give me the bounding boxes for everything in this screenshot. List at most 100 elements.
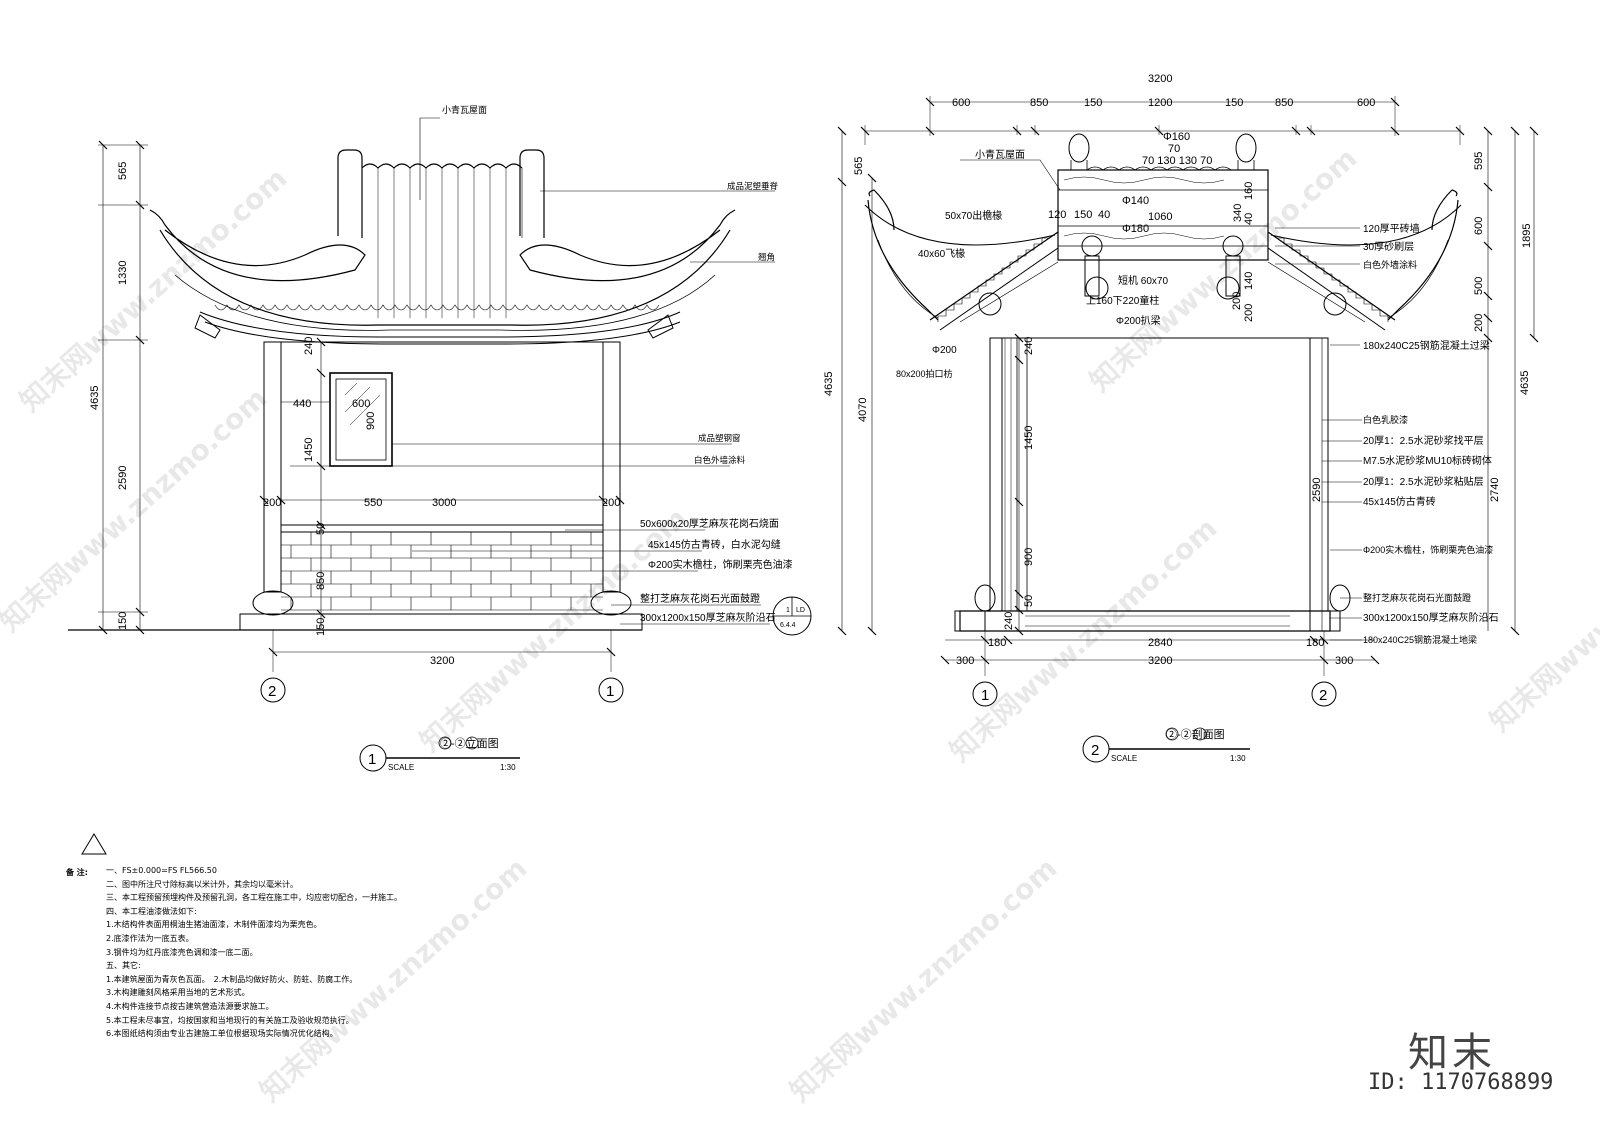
sec-dim-ro0: 595 [1473,152,1485,170]
el-callout-5: 45x145仿古青砖，白水泥勾缝 [648,538,781,551]
notes-line-12: 6.本图纸结构须由专业古建施工单位根据现场实际情况优化结构。 [106,1029,338,1039]
el-callout-0: 成品泥塑垂脊 [727,181,779,191]
notes-line-11: 5.本工程未尽事宜，均按国家和当地现行的有关施工及验收规范执行。 [106,1015,354,1025]
el-dim-v1: 1330 [117,261,129,285]
el-axis-left: 2 [268,683,276,700]
sec-dim-m14: 200 [1231,292,1243,310]
sec-top-dim-0: 600 [952,97,970,109]
sec-bot-dim-2: 180 [1306,637,1324,649]
sec-label-l4: 80x200拍口枋 [896,368,953,379]
notes-title: 备 注: [66,868,88,877]
sec-title-num: 2 [1091,742,1099,759]
el-scale: 1:30 [500,763,516,772]
sec-axis-right: 2 [1319,687,1327,704]
el-dim-w2: 600 [352,398,370,410]
sec-dim-ro1: 600 [1473,217,1485,235]
sec-dim-l4: 1450 [1023,426,1035,450]
sec-bot-dim-1: 2840 [1148,637,1172,649]
el-dim-v3: 2590 [117,466,129,490]
el-dim-w10: 850 [315,572,327,590]
el-bottom-dim: 3200 [430,655,454,667]
sec-label-l2: 40x60飞椽 [918,247,965,260]
sec-callout-3: 180x240C25钢筋混凝土过梁 [1363,339,1490,352]
sec-dim-m10: 40 [1243,213,1255,225]
sec-top-dim-6: 600 [1357,97,1375,109]
el-dim-w5: 200 [263,497,281,509]
el-callout-8: 300x1200x150厚芝麻灰阶沿石 [640,611,776,624]
notes-line-9: 3.木构建雕刻风格采用当地的艺术形式。 [106,988,250,998]
notes-line-2: 三、本工程预留预埋构件及预留孔洞，各工程在施工中，均应密切配合，一并施工。 [106,893,402,903]
sec-bot2-dim-2: 300 [1335,655,1353,667]
sec-axis-left: 1 [981,687,989,704]
notes-line-0: 一、FS±0.000=FS FL566.50 [106,866,217,875]
sec-dim-m2: 70 130 130 70 [1142,155,1212,167]
sec-label-m1: 上160下220童柱 [1086,294,1159,307]
sec-dim-m0: Φ160 [1163,131,1190,143]
sec-scale: 1:30 [1230,754,1246,763]
sec-dim-l6: 50 [1023,595,1035,607]
el-dim-w11: 150 [315,618,327,636]
sec-callout-5: 20厚1：2.5水泥砂浆找平层 [1363,434,1484,447]
sec-dim-ro3: 200 [1473,314,1485,332]
sec-dim-ro2: 500 [1473,277,1485,295]
sec-bot-dim-0: 180 [988,637,1006,649]
el-dim-w0: 240 [303,337,315,355]
sec-top-dim-5: 850 [1275,97,1293,109]
notes-line-3: 四、本工程油漆做法如下: [106,906,197,916]
el-dim-v0: 565 [117,162,129,180]
el-callout-2: 成品塑钢窗 [698,433,741,443]
sec-scale-label: SCALE [1111,754,1137,763]
sec-callout-2: 白色外墙涂料 [1363,259,1417,270]
el-callout-3: 白色外墙涂料 [694,455,746,465]
el-detail-right: LD [796,607,805,614]
el-callout-4: 50x600x20厚芝麻灰花岗石烧面 [640,517,779,530]
notes-line-10: 4.木构件连接节点按古建筑营造法源要求施工。 [106,1001,274,1011]
sec-dim-l1: 4635 [823,372,835,396]
sec-callout-11: 300x1200x150厚芝麻灰阶沿石 [1363,611,1499,624]
sec-top-total: 3200 [1148,73,1172,85]
el-title-num: 1 [368,751,376,768]
sec-top-dim-2: 150 [1084,97,1102,109]
el-callout-1: 翘角 [758,252,775,262]
warning-icon [81,833,107,855]
el-scale-label: SCALE [388,763,414,772]
el-title: ②-②立面图 [440,736,499,750]
sec-callout-0: 120厚平砖墙 [1363,222,1420,235]
sec-dim-l7: 240 [1003,612,1015,630]
sec-dim-m11: 160 [1243,182,1255,200]
sec-dim-m8: 40 [1098,209,1110,221]
sec-title: ②-②剖面图 [1166,727,1225,741]
el-dim-w4: 1450 [303,438,315,462]
el-dim-w8: 200 [602,497,620,509]
sec-label-l0: 小青瓦屋面 [975,148,1025,161]
image-id-label: ID: 1170768899 [1368,1070,1554,1095]
sec-dim-ro4: 1895 [1521,224,1533,248]
sec-dim-m12: 140 [1243,272,1255,290]
el-callout-7: 整打芝麻灰花岗石光面鼓蹬 [640,592,760,605]
notes-line-8: 1.本建筑屋面为青灰色瓦面。 2.木制品均做好防火、防蛀、防腐工作。 [106,974,358,984]
sec-top-dim-1: 850 [1030,97,1048,109]
sec-dim-m9: 340 [1232,204,1244,222]
brand-logo: 知末 [1408,1030,1496,1076]
sec-dim-ri0: 2590 [1311,478,1323,502]
sec-label-l1: 50x70出檐椽 [945,209,1002,222]
sec-dim-l0: 565 [853,157,865,175]
el-dim-v2: 4635 [89,386,101,410]
sec-callout-8: 45x145仿古青砖 [1363,495,1436,508]
notes-line-6: 3.钢件均为红丹底漆壳色调和漆一底二面。 [106,947,258,957]
sec-label-l3: Φ200 [932,345,957,356]
sec-dim-l2: 4070 [857,398,869,422]
el-callout-6: Φ200实木檐柱，饰刷栗壳色油漆 [648,558,793,571]
sec-callout-9: Φ200实木檐柱，饰刷栗壳色油漆 [1363,544,1493,555]
sec-top-dim-3: 1200 [1148,97,1172,109]
sec-callout-4: 白色乳胶漆 [1363,414,1408,425]
sec-dim-ri1: 2740 [1489,478,1501,502]
sec-dim-m5: Φ180 [1122,223,1149,235]
sec-label-m0: 短机 60x70 [1118,274,1168,287]
sec-dim-m6: 120 [1048,209,1066,221]
notes-line-7: 五、其它: [106,961,141,971]
el-detail-top: 1 [786,607,790,614]
notes-line-4: 1.木结构件表面用桐油生猪油面漆，木制件面漆均为栗壳色。 [106,920,322,930]
notes-line-5: 2.底漆作法为一底五表。 [106,933,194,943]
